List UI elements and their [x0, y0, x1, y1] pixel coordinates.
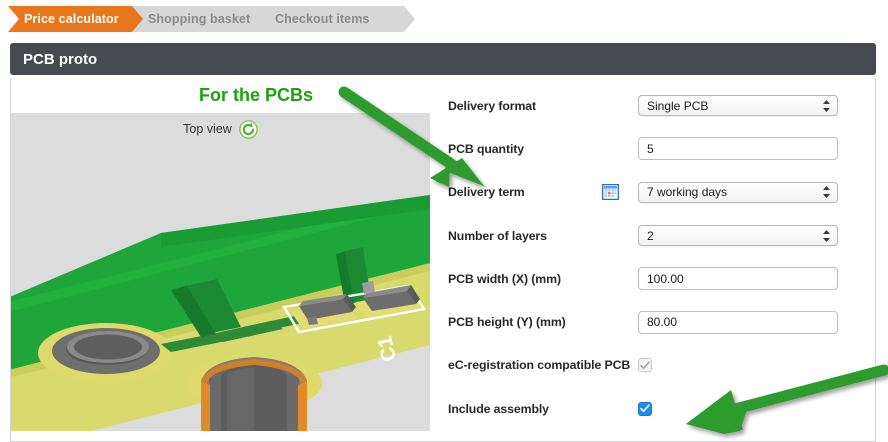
form-row-pcb-quantity: PCB quantity 5	[448, 127, 868, 170]
label-pcb-quantity: PCB quantity	[448, 141, 524, 156]
label-pcb-width: PCB width (X) (mm)	[448, 271, 561, 286]
pcb-parameters-form: Delivery format Single PCB PCB quantity …	[448, 84, 868, 430]
input-pcb-width-value: 100.00	[647, 271, 684, 286]
checkbox-include-assembly[interactable]	[638, 401, 652, 416]
stepper-arrows-icon	[822, 229, 831, 243]
wizard-step-checkout-items[interactable]: Checkout items	[259, 6, 415, 32]
select-delivery-format-value: Single PCB	[647, 98, 709, 113]
select-delivery-term-value: 7 working days	[647, 185, 728, 200]
input-pcb-quantity[interactable]: 5	[638, 137, 838, 161]
wizard-step-label: Price calculator	[24, 12, 119, 26]
stepper-arrows-icon	[822, 99, 831, 113]
input-pcb-height[interactable]: 80.00	[638, 310, 838, 334]
annotation-text: For the PCBs	[199, 85, 314, 105]
form-row-delivery-term: Delivery term	[448, 171, 868, 214]
silkscreen-reference: C1	[374, 334, 401, 364]
form-row-delivery-format: Delivery format Single PCB	[448, 84, 868, 127]
view-mode-label: Top view	[183, 122, 232, 136]
label-include-assembly: Include assembly	[448, 401, 549, 416]
label-delivery-format: Delivery format	[448, 98, 537, 113]
input-pcb-height-value: 80.00	[647, 315, 678, 330]
label-number-of-layers: Number of layers	[448, 228, 547, 243]
form-row-number-of-layers: Number of layers 2	[448, 214, 868, 257]
pcb-3d-viewer[interactable]: Top view	[11, 113, 430, 431]
select-number-of-layers-value: 2	[647, 228, 654, 243]
select-delivery-format[interactable]: Single PCB	[638, 95, 838, 117]
checkbox-ec-registration	[638, 358, 652, 373]
input-pcb-width[interactable]: 100.00	[638, 267, 838, 291]
stepper-arrows-icon	[822, 185, 831, 199]
wizard-breadcrumb: Price calculator Shopping basket Checkou…	[0, 0, 888, 38]
calendar-icon[interactable]	[601, 183, 620, 201]
form-row-pcb-width: PCB width (X) (mm) 100.00	[448, 257, 868, 300]
label-pcb-height: PCB height (Y) (mm)	[448, 315, 566, 330]
wizard-step-label: Checkout items	[275, 12, 370, 26]
form-row-pcb-height: PCB height (Y) (mm) 80.00	[448, 300, 868, 343]
input-pcb-quantity-value: 5	[647, 141, 654, 156]
pcb-render: C1	[11, 113, 430, 431]
page-title-bar: PCB proto	[10, 43, 876, 75]
label-delivery-term: Delivery term	[448, 185, 525, 200]
form-row-ec-registration: eC-registration compatible PCB	[448, 344, 868, 387]
pcb-render-svg: C1	[11, 113, 430, 431]
viewer-toolbar: Top view	[11, 113, 430, 145]
refresh-circular-arrow-icon[interactable]	[239, 119, 258, 139]
label-ec-registration: eC-registration compatible PCB	[448, 358, 631, 373]
page-title: PCB proto	[23, 50, 98, 68]
form-row-include-assembly: Include assembly	[448, 387, 868, 430]
select-number-of-layers[interactable]: 2	[638, 225, 838, 247]
select-delivery-term[interactable]: 7 working days	[638, 181, 838, 203]
wizard-step-label: Shopping basket	[148, 12, 251, 26]
